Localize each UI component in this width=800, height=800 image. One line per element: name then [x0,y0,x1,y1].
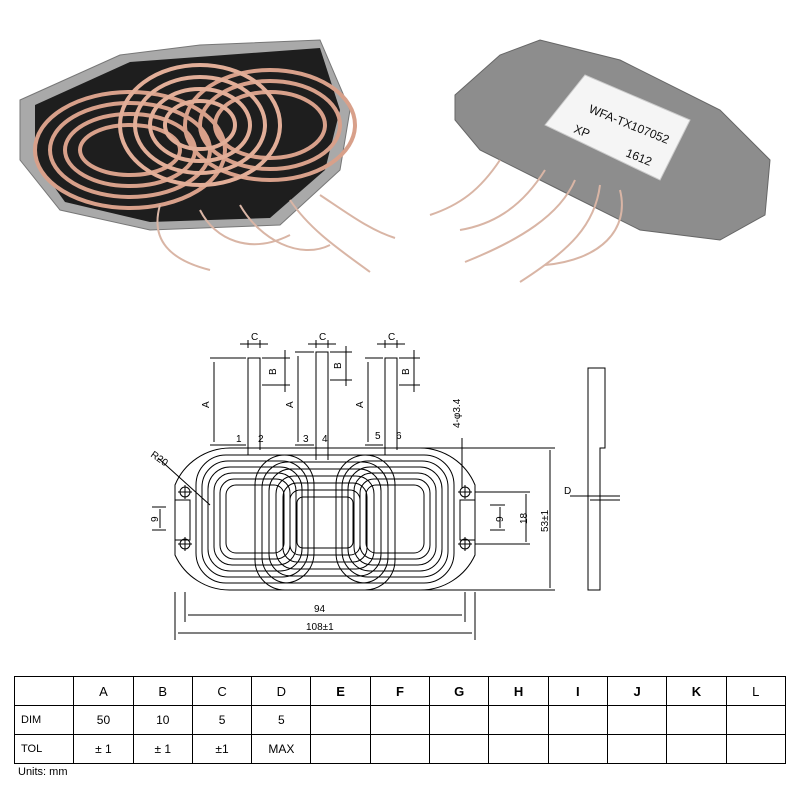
copper-coil-right [183,68,357,182]
dim-d-label: D [564,486,571,497]
table-cell [429,705,490,735]
table-header-cell: D [251,676,312,706]
coil-backside-photo: WFA-TX107052 XP 1612 [429,39,771,283]
table-cell [725,705,787,735]
table-cell: 5 [251,705,312,735]
table-header-cell [13,676,75,706]
table-header-cell: A [73,676,134,706]
table-row-dim: DIM 50 10 5 5 [13,705,787,735]
table-cell: 50 [73,705,134,735]
table-cell [488,705,549,735]
table-header-cell: I [547,676,608,706]
table-cell [488,734,549,764]
coil-center-drawing [254,454,396,591]
side-view [570,367,620,591]
mounting-holes [178,485,472,551]
table-cell [547,734,608,764]
table-cell [310,734,371,764]
table-cell [666,734,727,764]
lead-wires-left [156,194,396,273]
product-photos: WFA-TX107052 XP 1612 [19,39,771,283]
pin-3-label: 3 [303,434,309,445]
dim-b-label-1: B [268,368,279,375]
radius-leader [157,457,211,506]
copper-coil-top [118,63,282,187]
table-header-cell: H [488,676,549,706]
label-code: XP [572,122,592,141]
table-header-cell: L [725,676,787,706]
table-cell [547,705,608,735]
table-cell: ±1 [191,734,253,764]
dim-b-label-2: B [333,362,344,369]
dim-94-label: 94 [314,604,326,615]
right-tab [459,499,475,541]
table-cell [725,734,787,764]
dim-18-label: 18 [519,512,530,524]
table-cell: ± 1 [132,734,193,764]
table-header-cell: C [191,676,253,706]
table-cell: ± 1 [73,734,134,764]
table-cell [606,705,668,735]
holes-label: 4-φ3.4 [452,398,463,428]
table-cell [429,734,490,764]
dim-a-label-1: A [201,401,212,408]
lead-wires-right [429,159,623,283]
dim-c-label-2: C [319,332,326,343]
table-header-cell: J [606,676,668,706]
dim-a-lines [210,351,383,446]
table-cell [310,705,371,735]
dim-9-right-label: 9 [495,516,506,522]
table-header-cell: B [132,676,193,706]
pin-1-label: 1 [236,434,242,445]
dim-b-label-3: B [401,368,412,375]
spec-table: A B C D E F G H I J K L DIM 50 10 5 5 TO… [13,676,787,764]
pin-2-label: 2 [258,434,264,445]
table-row-label: DIM [13,705,75,735]
drawing-labels: C C C B B B A A A 1 2 3 4 5 6 R20 4-φ3.4… [148,332,571,633]
dim-108-label: 108±1 [306,622,334,633]
pin-4-label: 4 [322,434,328,445]
table-cell: 5 [191,705,253,735]
table-cell [369,734,431,764]
technical-drawing: C C C B B B A A A 1 2 3 4 5 6 R20 4-φ3.4… [148,332,620,640]
dim-53-label: 53±1 [540,509,551,532]
table-cell: 10 [132,705,193,735]
dim-horizontal-bottom [174,592,476,640]
dim-c-label-1: C [251,332,258,343]
dim-c-label-3: C [388,332,395,343]
left-tab [175,499,191,541]
table-cell [666,705,727,735]
dim-a-label-2: A [285,401,296,408]
units-note: Units: mm [18,766,68,778]
dim-vertical-right [152,447,555,591]
dim-9-left-label: 9 [150,516,161,522]
table-header-cell: K [666,676,727,706]
table-cell: MAX [251,734,312,764]
pin-5-label: 5 [375,431,381,442]
dim-b-lines [262,346,420,392]
dim-a-label-3: A [355,401,366,408]
label-sticker: WFA-TX107052 XP 1612 [544,74,691,181]
table-header-cell: G [429,676,490,706]
dim-c-lines [240,340,405,348]
lead-wires-drawing [247,351,398,460]
table-cell [606,734,668,764]
table-header-cell: E [310,676,371,706]
table-row-tol: TOL ± 1 ± 1 ±1 MAX [13,734,787,764]
table-header-cell: F [369,676,431,706]
coil-assembly-photo [19,39,396,273]
table-cell [369,705,431,735]
pin-6-label: 6 [396,431,402,442]
table-header-row: A B C D E F G H I J K L [13,676,787,706]
table-row-label: TOL [13,734,75,764]
